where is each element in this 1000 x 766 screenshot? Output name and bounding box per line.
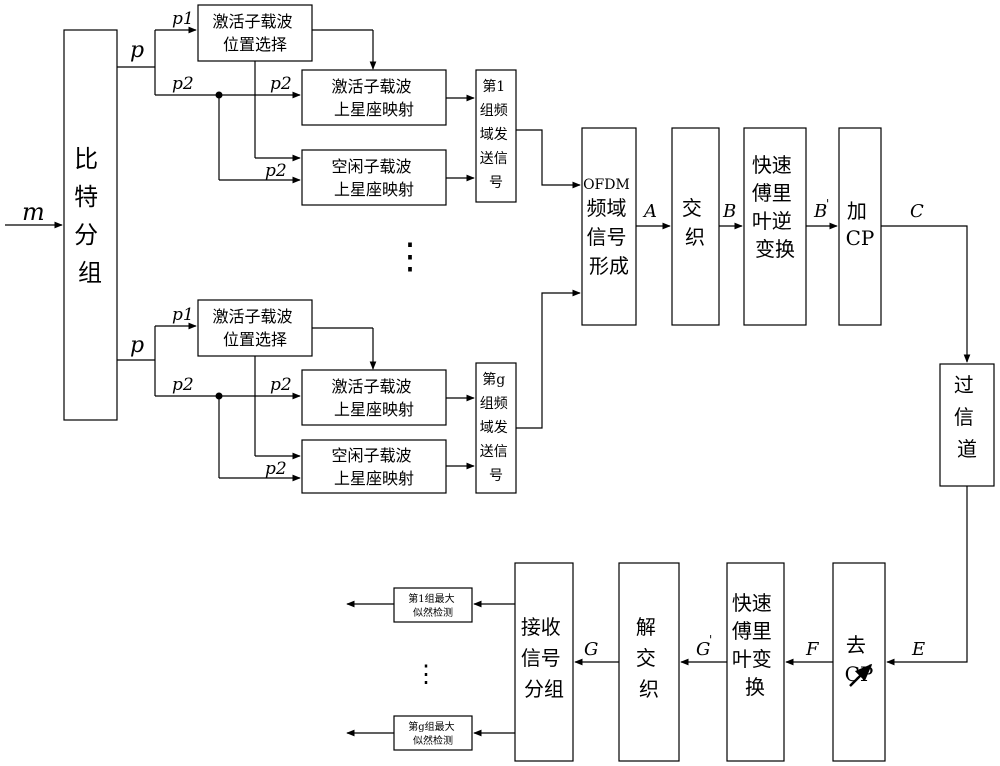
- pos-select-box-g: [197, 299, 313, 357]
- p-label-group-g: p: [130, 333, 144, 358]
- p2-label-group-g: p2: [172, 375, 194, 395]
- p2-label-idle-1: p2: [265, 161, 287, 181]
- fft-box: [726, 562, 785, 762]
- ml-ellipsis: ⋮: [414, 660, 438, 688]
- signal-label-C: C: [910, 201, 924, 222]
- active-map-label-g: 激活子载波 上星座映射: [331, 377, 416, 419]
- input-label-m: m: [22, 198, 45, 226]
- prime-mark-B: ': [826, 197, 829, 211]
- signal-label-E: E: [911, 639, 925, 660]
- remove-cp-box: [832, 562, 886, 762]
- group-g: p p1 p2 p2 p2 激活子载波 位置选择 激活子载波 上星座映射 空闲子…: [117, 289, 581, 494]
- recv-group-label: 接收 信号 分组: [521, 615, 567, 701]
- idle-map-box-g: [301, 439, 447, 494]
- group-1: p p1 p2 p2 p2 激活子载波 位置选择 激活子载波 上星座映射 空闲子…: [117, 4, 581, 206]
- idle-map-label-1: 空闲子载波 上星座映射: [331, 157, 416, 199]
- signal-label-G-prime: G: [696, 639, 710, 660]
- ifft-box: [743, 127, 807, 326]
- active-map-label-1: 激活子载波 上星座映射: [331, 77, 416, 119]
- prime-mark-G: ': [709, 633, 712, 647]
- signal-label-F: F: [805, 639, 820, 660]
- bit-group-box: [63, 29, 118, 421]
- interleave-box: [671, 127, 720, 326]
- freq-signal-box-g: [475, 362, 517, 494]
- idle-map-label-g: 空闲子载波 上星座映射: [331, 446, 416, 488]
- cancel-slash: [849, 663, 873, 687]
- pos-select-label-1: 激活子载波 位置选择: [212, 12, 297, 54]
- active-map-box-1: [301, 69, 447, 126]
- fft-label: 快速 傅里 叶变 换: [732, 591, 778, 699]
- ml-detect-box-1: [393, 587, 473, 623]
- p-label-group-1: p: [130, 38, 144, 63]
- p2-label-idle-g: p2: [265, 459, 287, 479]
- channel-box: [939, 363, 995, 487]
- signal-label-G: G: [584, 639, 598, 660]
- p2-label-active-g: p2: [270, 375, 292, 395]
- signal-label-B-prime: B: [813, 201, 827, 222]
- interleave-label: 交 织: [682, 196, 708, 249]
- freq-signal-label-g: 第g 组频 域发 送信 号: [480, 371, 512, 484]
- idle-map-box-1: [301, 149, 447, 206]
- ml-detect-box-g: [393, 715, 473, 751]
- ifft-label: 快速 傅里 叶逆 变换: [752, 153, 798, 261]
- freq-signal-box-1: [475, 69, 517, 203]
- bit-group-label: 比 特 分 组: [74, 145, 106, 287]
- p1-label-group-1: p1: [172, 9, 194, 29]
- group-ellipsis: ⋮: [392, 236, 428, 277]
- p1-label-group-g: p1: [172, 305, 194, 325]
- active-map-box-g: [301, 369, 447, 426]
- deinterleave-label: 解 交 织: [636, 615, 662, 701]
- add-cp-label: 加 CP: [846, 199, 875, 250]
- signal-label-B: B: [722, 201, 736, 222]
- signal-label-A: A: [642, 201, 657, 222]
- p2-label-active-1: p2: [270, 74, 292, 94]
- channel-label: 过 信 道: [954, 373, 980, 461]
- pos-select-box-1: [197, 4, 313, 62]
- pos-select-label-g: 激活子载波 位置选择: [212, 307, 297, 349]
- ofdm-label: OFDM 频域 信号 形成: [583, 174, 635, 278]
- freq-signal-label-1: 第1 组频 域发 送信 号: [480, 78, 512, 191]
- p2-label-group-1: p2: [172, 74, 194, 94]
- ml-detect-label-1: 第1组最大 似然检测: [408, 592, 458, 619]
- recv-group-box: [514, 562, 574, 762]
- ml-detect-label-g: 第g组最大 似然检测: [408, 720, 458, 747]
